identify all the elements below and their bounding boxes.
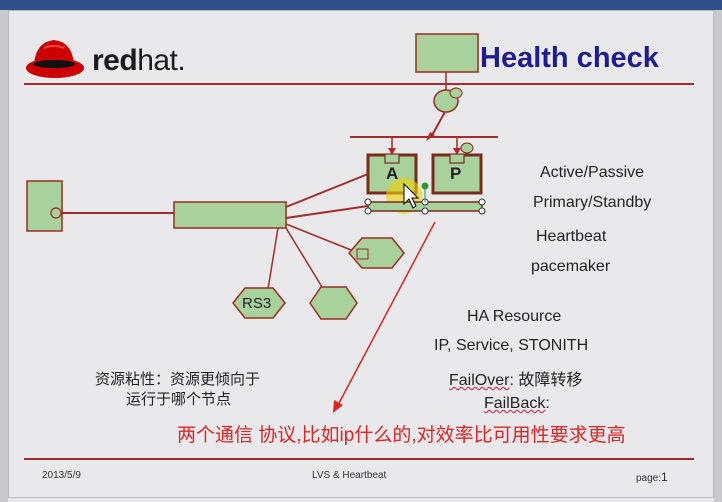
logo-text-hat: hat. xyxy=(137,44,186,77)
stickiness-line-1: 资源粘性：资源更倾向于 xyxy=(95,371,261,388)
pacemaker-label: pacemaker xyxy=(531,258,611,275)
viewer-left-margin xyxy=(0,10,8,502)
director-node-box xyxy=(173,201,287,229)
node-a-label: A xyxy=(386,164,399,183)
stickiness-line-2: 运行于哪个节点 xyxy=(126,391,232,408)
footer-page: page:1 xyxy=(636,470,668,484)
annotation-arrow-head xyxy=(333,400,343,413)
failover-description: : 故障转移 xyxy=(509,372,583,389)
handwritten-annotation: 两个通信 协议,比如ip什么的,对效率比可用性要求更高 xyxy=(177,425,626,446)
rs3-label: RS3 xyxy=(242,295,272,312)
footer-divider xyxy=(24,458,694,460)
real-server-hexagon-1 xyxy=(348,237,405,269)
rs3-hexagon xyxy=(232,287,286,319)
failback-colon: : xyxy=(545,395,550,412)
footer-date: 2013/5/9 xyxy=(42,470,81,481)
logo-text-red: red xyxy=(92,44,138,77)
footer-page-label: page: xyxy=(636,473,662,484)
failover-line: FailOver: 故障转移 xyxy=(449,366,582,390)
node-p-label: P xyxy=(450,164,462,183)
failback-line: FailBack: xyxy=(484,395,550,413)
slide-title: Health check xyxy=(480,42,659,74)
ha-resource-label: HA Resource xyxy=(467,308,562,325)
mode-primary-standby: Primary/Standby xyxy=(533,194,652,211)
window-top-bar xyxy=(0,0,722,10)
mode-active-passive: Active/Passive xyxy=(540,164,645,181)
redhat-wordmark: redhat. xyxy=(92,44,186,78)
top-node-box xyxy=(415,33,479,73)
mouse-cursor-icon xyxy=(403,182,420,209)
footer-title: LVS & Heartbeat xyxy=(312,470,387,481)
failover-term: FailOver xyxy=(449,372,510,389)
header-divider xyxy=(24,83,694,85)
footer-page-number: 1 xyxy=(661,470,668,484)
failback-term: FailBack xyxy=(484,395,546,412)
redhat-logo-icon xyxy=(26,40,84,78)
resources-list: IP, Service, STONITH xyxy=(434,337,589,354)
heartbeat-label: Heartbeat xyxy=(536,228,607,245)
viewer-right-margin xyxy=(714,10,722,502)
client-node-box xyxy=(26,180,63,232)
real-server-hexagon-3 xyxy=(309,286,358,320)
